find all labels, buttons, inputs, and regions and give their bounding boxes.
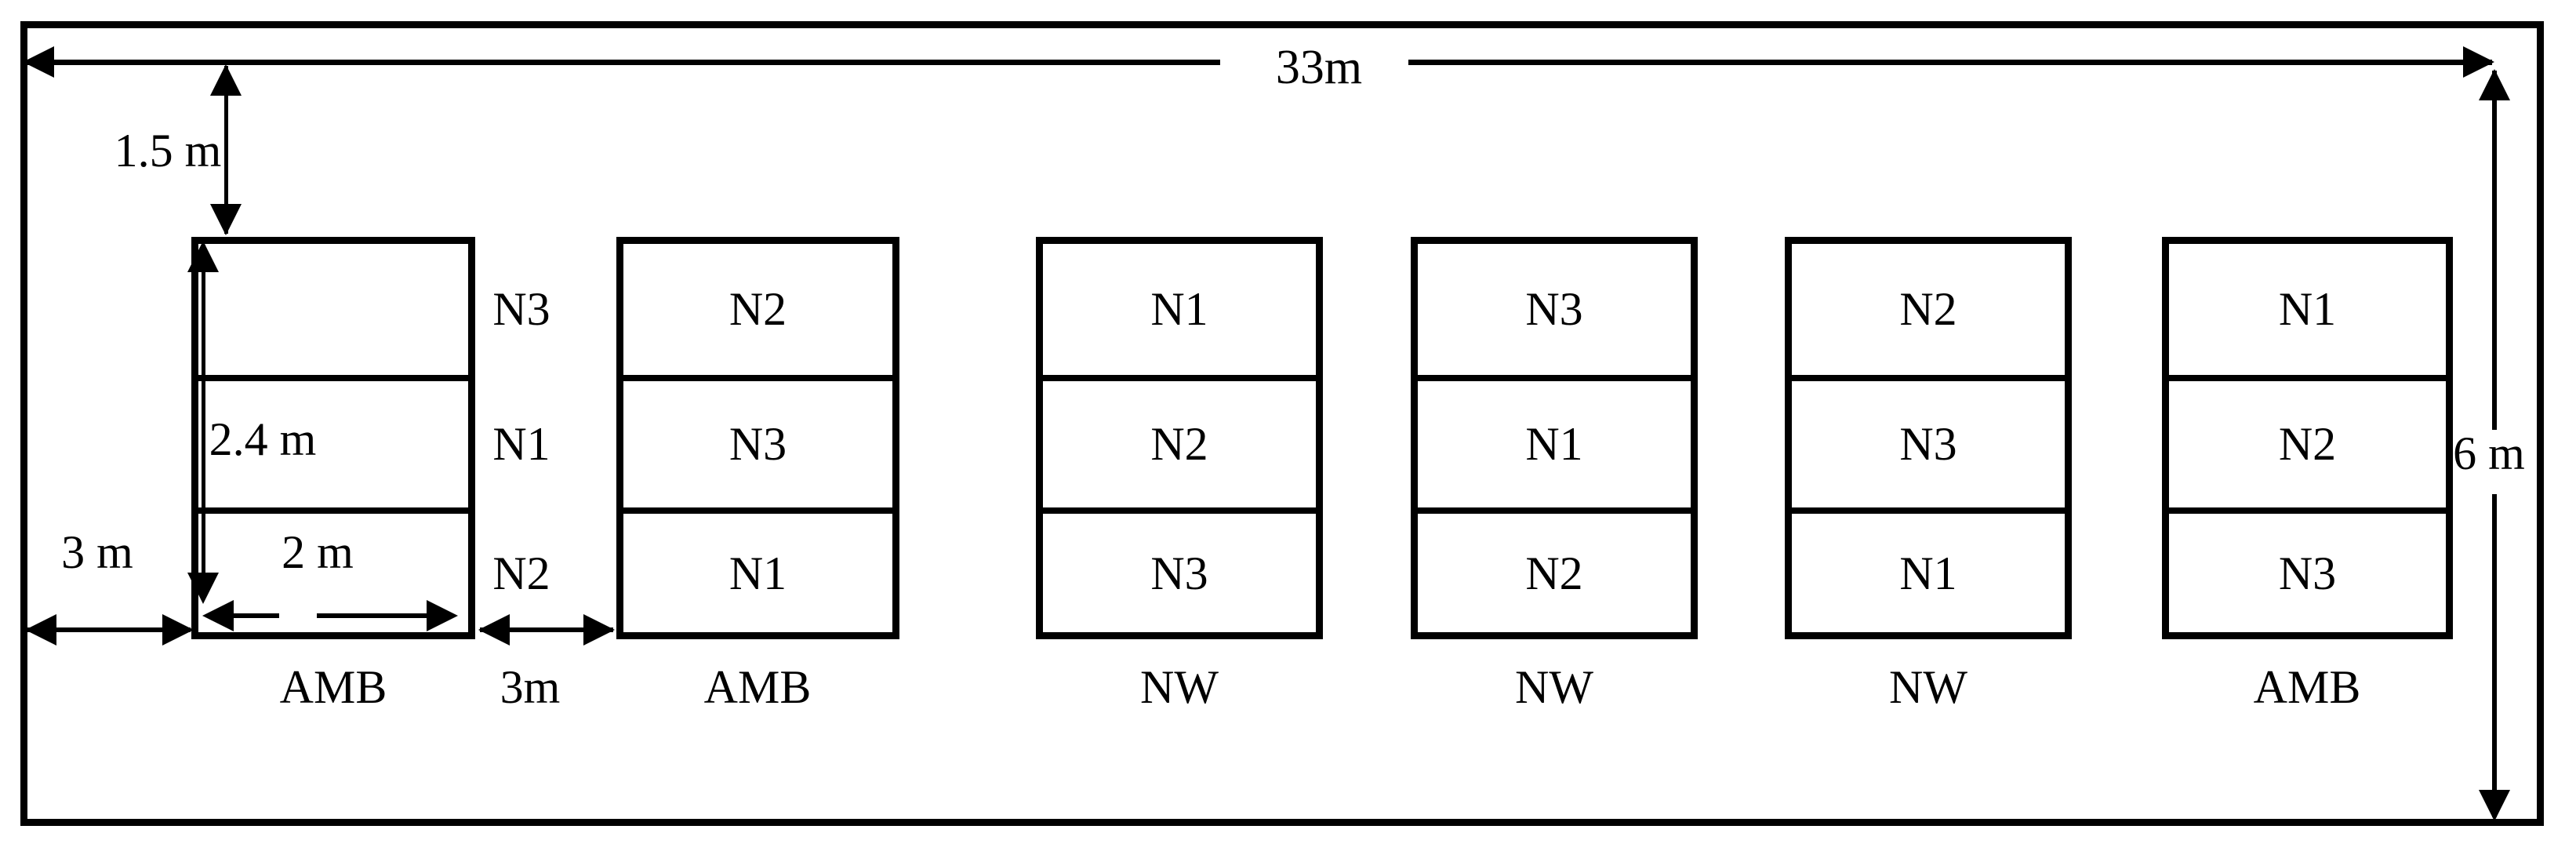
cell-divider — [1792, 375, 2065, 381]
cell-label: N2 — [1525, 547, 1583, 599]
plot-block-5: N2 N3 N1 — [1785, 237, 2072, 639]
left-margin-label: 3 m — [61, 526, 133, 578]
offset-up-arrowhead-icon — [210, 64, 242, 96]
block-gap-right-arrowhead-icon — [583, 614, 615, 646]
plot-width-right-segment — [317, 613, 427, 618]
block-footer-label: NW — [1140, 661, 1219, 713]
cell-label: N3 — [2278, 547, 2337, 599]
cell-label: N1 — [1525, 418, 1583, 470]
cell-divider — [2169, 507, 2446, 514]
cell-label: N2 — [1899, 283, 1957, 335]
height-dimension-line-top-segment — [2492, 71, 2497, 430]
plot-height-dimension-line — [202, 245, 205, 599]
cell-divider — [1043, 375, 1316, 381]
height-down-arrowhead-icon — [2479, 790, 2510, 821]
cell-label: N1 — [1150, 283, 1208, 335]
cell-label: N2 — [728, 283, 787, 335]
width-dimension-line-right-segment — [1408, 60, 2492, 65]
cell-divider — [1418, 507, 1691, 514]
cell-label: N2 — [2278, 418, 2337, 470]
plot-block-2: N2 N3 N1 — [616, 237, 899, 639]
block-footer-label: NW — [1515, 661, 1593, 713]
cell-divider — [1043, 507, 1316, 514]
block-footer-label: AMB — [279, 661, 387, 713]
plot-height-up-arrowhead-icon — [187, 241, 219, 272]
left-margin-dimension-line — [27, 627, 191, 632]
field-height-label: 6 m — [2453, 427, 2525, 479]
field-boundary — [20, 21, 2544, 826]
plot-width-left-arrowhead-icon — [202, 600, 234, 631]
offset-dimension-line — [224, 66, 228, 234]
block-footer-label: AMB — [703, 661, 812, 713]
block1-side-label-middle: N1 — [492, 418, 550, 470]
plot-block-3: N1 N2 N3 — [1036, 237, 1323, 639]
field-width-label: 33m — [1275, 41, 1363, 94]
block1-side-label-bottom: N2 — [492, 547, 550, 599]
cell-label: N1 — [728, 547, 787, 599]
cell-label: N3 — [1899, 418, 1957, 470]
block-footer-label: NW — [1889, 661, 1967, 713]
height-dimension-line-bottom-segment — [2492, 494, 2497, 817]
block-gap-label: 3m — [500, 661, 561, 713]
top-offset-label: 1.5 m — [114, 125, 222, 176]
block-footer-label: AMB — [2253, 661, 2361, 713]
plot-block-6: N1 N2 N3 — [2162, 237, 2453, 639]
cell-label: N3 — [728, 418, 787, 470]
block1-side-label-top: N3 — [492, 283, 550, 335]
cell-label: N3 — [1150, 547, 1208, 599]
cell-divider — [623, 375, 892, 381]
height-up-arrowhead-icon — [2479, 69, 2510, 100]
cell-label: N1 — [1899, 547, 1957, 599]
left-margin-left-arrowhead-icon — [25, 614, 56, 646]
left-margin-right-arrowhead-icon — [162, 614, 194, 646]
cell-divider — [623, 507, 892, 514]
plot-width-left-segment — [231, 613, 279, 618]
width-dimension-left-arrowhead-icon — [23, 46, 54, 78]
width-dimension-line-left-segment — [24, 60, 1220, 65]
plot-width-label: 2 m — [282, 526, 354, 578]
cell-divider — [1792, 507, 2065, 514]
plot-block-4: N3 N1 N2 — [1411, 237, 1698, 639]
cell-divider — [2169, 375, 2446, 381]
cell-label: N3 — [1525, 283, 1583, 335]
cell-divider — [198, 375, 468, 381]
plot-height-down-arrowhead-icon — [187, 573, 219, 604]
plot-height-label: 2.4 m — [209, 413, 317, 465]
plot-block-1 — [191, 237, 475, 639]
cell-divider — [198, 507, 468, 514]
cell-divider — [1418, 375, 1691, 381]
block-gap-left-arrowhead-icon — [478, 614, 510, 646]
block-gap-dimension-line — [480, 627, 613, 632]
plot-width-right-arrowhead-icon — [427, 600, 458, 631]
cell-label: N1 — [2278, 283, 2337, 335]
offset-down-arrowhead-icon — [210, 204, 242, 235]
cell-label: N2 — [1150, 418, 1208, 470]
